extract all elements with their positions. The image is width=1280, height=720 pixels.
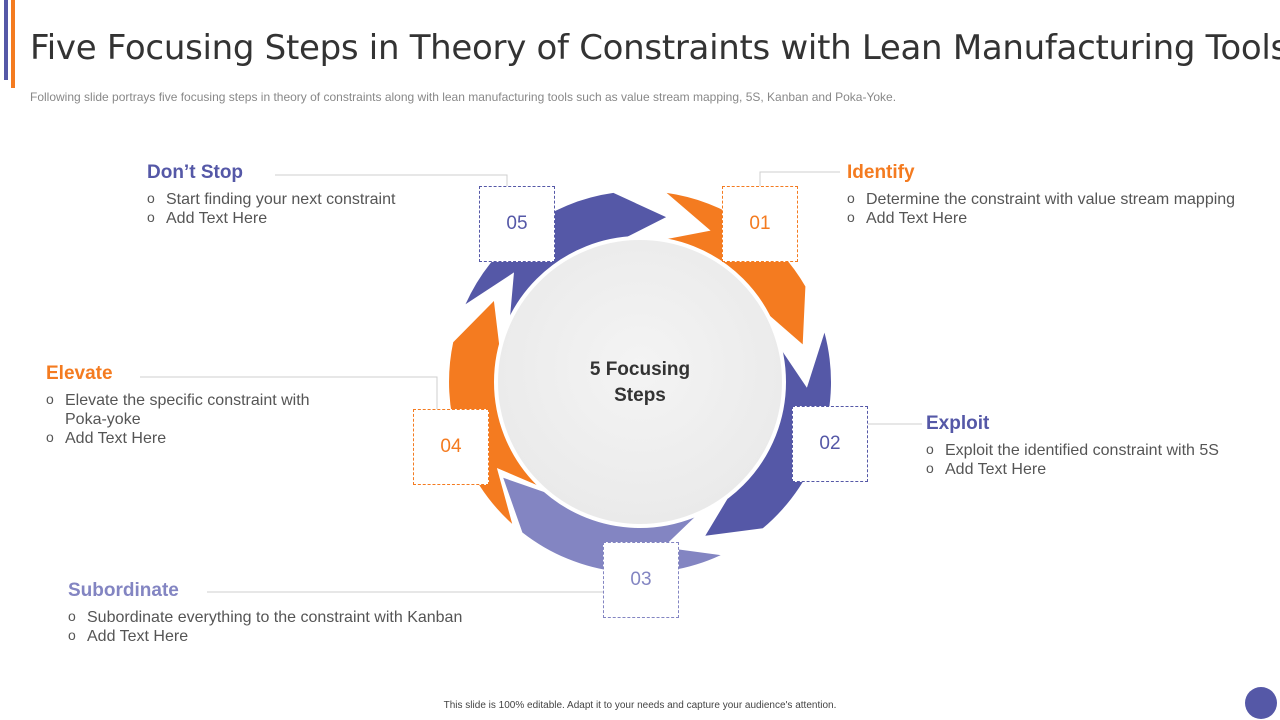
step-number-box-03: 03: [603, 542, 679, 618]
step-number-box-01: 01: [722, 186, 798, 262]
bullet-item: Add Text Here: [926, 459, 1266, 479]
step-number-05: 05: [506, 213, 528, 234]
bullet-item: Add Text Here: [68, 626, 498, 646]
corner-dot-decoration: [1245, 687, 1277, 719]
step-number-box-04: 04: [413, 409, 489, 485]
step-number-04: 04: [440, 436, 462, 457]
bullet-item: Add Text Here: [847, 208, 1267, 228]
step-subordinate: Subordinate Subordinate everything to th…: [68, 580, 498, 646]
step-heading-elevate: Elevate: [46, 363, 113, 384]
bullet-item: Add Text Here: [147, 208, 447, 228]
center-title: 5 Focusing Steps: [560, 357, 720, 409]
step-number-02: 02: [819, 433, 841, 454]
step-bullets-identify: Determine the constraint with value stre…: [847, 189, 1267, 228]
center-title-line2: Steps: [614, 385, 666, 406]
step-dont-stop: Don’t Stop Start finding your next const…: [147, 162, 447, 228]
step-identify: Identify Determine the constraint with v…: [847, 162, 1267, 228]
step-bullets-subordinate: Subordinate everything to the constraint…: [68, 607, 498, 646]
center-circle: [494, 236, 786, 528]
step-bullets-elevate: Elevate the specific constraint with Pok…: [46, 390, 336, 448]
step-elevate: Elevate Elevate the specific constraint …: [46, 363, 336, 448]
step-number-box-02: 02: [792, 406, 868, 482]
bullet-item: Determine the constraint with value stre…: [847, 189, 1267, 209]
step-number-03: 03: [630, 569, 652, 590]
step-heading-dont-stop: Don’t Stop: [147, 162, 244, 183]
bullet-item: Add Text Here: [46, 428, 336, 448]
center-title-line1: 5 Focusing: [589, 359, 691, 380]
page-subtitle: Following slide portrays five focusing s…: [30, 90, 897, 104]
step-heading-subordinate: Subordinate: [68, 580, 179, 601]
step-heading-identify: Identify: [847, 162, 915, 183]
bullet-item: Exploit the identified constraint with 5…: [926, 440, 1266, 460]
step-bullets-dont-stop: Start finding your next constraint Add T…: [147, 189, 447, 228]
step-number-box-05: 05: [479, 186, 555, 262]
step-bullets-exploit: Exploit the identified constraint with 5…: [926, 440, 1266, 479]
step-exploit: Exploit Exploit the identified constrain…: [926, 413, 1266, 479]
bullet-item: Subordinate everything to the constraint…: [68, 607, 498, 627]
page-title: Five Focusing Steps in Theory of Constra…: [30, 28, 1280, 68]
footer-note: This slide is 100% editable. Adapt it to…: [443, 700, 837, 711]
bullet-item: Start finding your next constraint: [147, 189, 447, 209]
title-accent-bar-purple: [4, 0, 8, 80]
step-number-01: 01: [749, 213, 771, 234]
ring-segment-identify: [659, 192, 806, 345]
ring-segment-exploit: [705, 332, 832, 536]
step-heading-exploit: Exploit: [926, 413, 990, 434]
bullet-item: Elevate the specific constraint with Pok…: [46, 390, 336, 429]
title-accent-bar-orange: [11, 0, 15, 88]
connector-lines: [140, 171, 922, 593]
